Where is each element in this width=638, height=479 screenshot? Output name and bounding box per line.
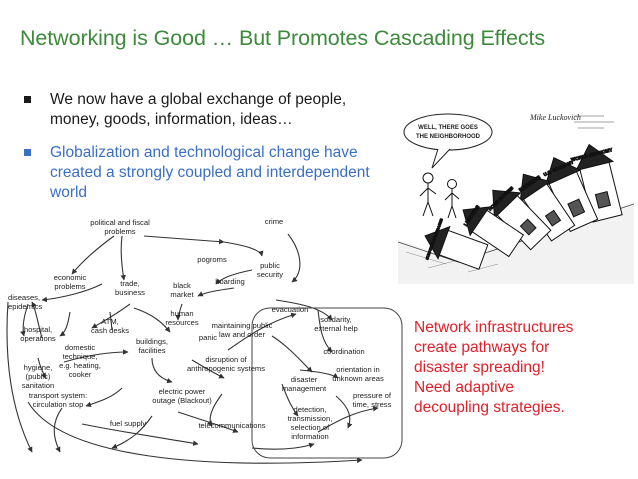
management-boundary bbox=[251, 307, 403, 459]
note-line: decoupling strategies. bbox=[414, 399, 565, 416]
red-callout-note: Network infrastructures create pathways … bbox=[414, 318, 629, 418]
note-line: create pathways for bbox=[414, 339, 550, 356]
node-hygiene-sanitation: hygiene,(public)sanitation bbox=[22, 363, 55, 390]
bullet-list: We now have a global exchange of people,… bbox=[24, 90, 394, 216]
cartoonist-signature: Mike Luckovich bbox=[529, 113, 581, 122]
signature-scribble bbox=[574, 115, 614, 129]
node-telecommunications: telecommunications bbox=[198, 421, 265, 430]
speech-text-line-1: WELL, THERE GOES bbox=[418, 125, 478, 131]
note-line: Network infrastructures bbox=[414, 319, 574, 336]
diagram-arrows bbox=[6, 233, 379, 464]
note-line: disaster spreading! bbox=[414, 359, 545, 376]
house-lenders: LENDERS bbox=[462, 203, 525, 258]
node-panic: panic bbox=[199, 333, 217, 342]
node-atm-cash-desks: ATM,cash desks bbox=[91, 317, 129, 335]
node-diseases-epidemics: diseases,epidemics bbox=[8, 293, 42, 311]
diagram-link bbox=[109, 311, 113, 331]
house-world-economy: WORLD ECONOMY bbox=[570, 143, 623, 223]
node-trade-business: trade,business bbox=[115, 279, 145, 297]
node-evacuation: evacuation bbox=[272, 305, 309, 314]
speech-text-line-2: THE NEIGHBORHOOD bbox=[416, 134, 481, 140]
bullet-text: Globalization and technological change h… bbox=[50, 144, 370, 201]
node-hoarding: hoarding bbox=[215, 277, 245, 286]
node-hospital-operations: hospital,operations bbox=[20, 325, 56, 343]
node-crime: crime bbox=[265, 217, 284, 226]
node-transport-system: transport system:circulation stop bbox=[29, 391, 87, 409]
node-solidarity-external-help: solidarity,external help bbox=[314, 315, 357, 333]
node-fuel-supply: fuel supply bbox=[110, 419, 147, 428]
node-coordination: coordination bbox=[323, 347, 364, 356]
note-line: Need adaptive bbox=[414, 379, 514, 396]
bullet-item-global-exchange: We now have a global exchange of people,… bbox=[24, 90, 394, 130]
pedestrian-figures bbox=[419, 172, 460, 219]
house-us-economy: U.S. ECONOMY bbox=[542, 157, 599, 233]
square-bullet-icon bbox=[24, 149, 31, 156]
falling-houses: WORLD ECONOMY U.S. ECONOMY MARKETS HOME … bbox=[424, 143, 623, 270]
node-buildings-facilities: buildings,facilities bbox=[136, 337, 168, 355]
speech-bubble: WELL, THERE GOES THE NEIGHBORHOOD bbox=[403, 113, 493, 169]
bullet-item-globalization: Globalization and technological change h… bbox=[24, 143, 394, 203]
node-pogroms: pogroms bbox=[197, 255, 227, 264]
slide-title: Networking is Good … But Promotes Cascad… bbox=[20, 26, 546, 50]
square-bullet-icon bbox=[24, 96, 31, 103]
domino-houses-cartoon: WELL, THERE GOES THE NEIGHBORHOOD Mike L… bbox=[398, 113, 634, 284]
house-markets: MARKETS bbox=[518, 173, 576, 242]
bullet-text: We now have a global exchange of people,… bbox=[50, 91, 347, 128]
